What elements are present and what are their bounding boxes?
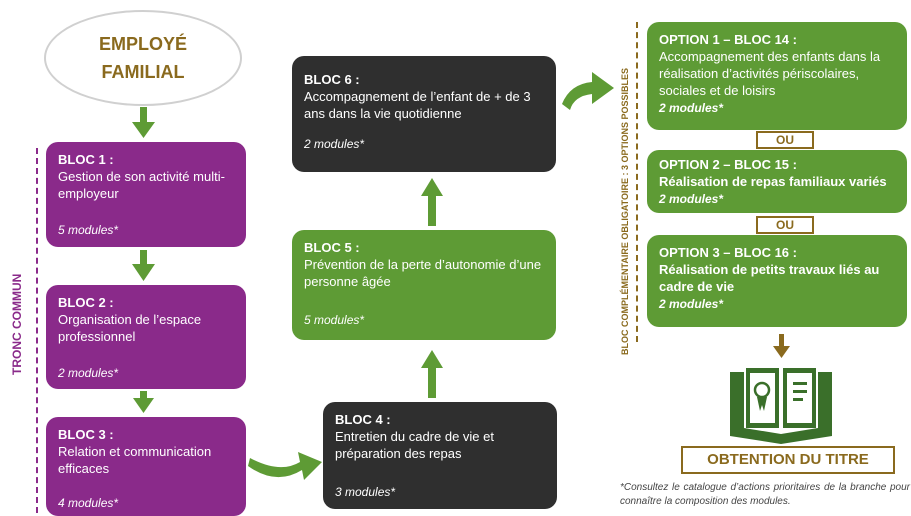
- option-3-title: OPTION 3 – BLOC 16 :: [659, 245, 797, 260]
- bloc-4-text: Entretien du cadre de vie et préparation…: [335, 429, 494, 461]
- bloc-3-modules: 4 modules*: [58, 496, 119, 510]
- ou-2: OU: [756, 216, 814, 234]
- option-1: OPTION 1 – BLOC 14 : Accompagnement des …: [647, 22, 907, 130]
- footnote: *Consultez le catalogue d’actions priori…: [620, 482, 910, 507]
- bloc-1-modules: 5 modules*: [58, 223, 119, 237]
- bloc-2: BLOC 2 : Organisation de l’espace profes…: [46, 285, 246, 389]
- bloc-2-text: Organisation de l’espace professionnel: [58, 312, 202, 344]
- arrow-up-icon: [421, 350, 443, 398]
- bloc-5-text: Prévention de la perte d’autonomie d’une…: [304, 257, 542, 289]
- start-node: EMPLOYÉ FAMILIAL: [44, 10, 242, 106]
- option-2-text: Réalisation de repas familiaux variés: [659, 174, 887, 189]
- bloc-6-title: BLOC 6 :: [304, 72, 360, 87]
- certificate-book-icon: [730, 368, 832, 444]
- bloc-6-text: Accompagnement de l’enfant de + de 3 ans…: [304, 89, 531, 121]
- option-1-title: OPTION 1 – BLOC 14 :: [659, 32, 797, 47]
- bloc-5-title: BLOC 5 :: [304, 240, 360, 255]
- start-line1: EMPLOYÉ: [98, 34, 187, 54]
- option-3-text: Réalisation de petits travaux liés au ca…: [659, 262, 880, 294]
- tronc-divider: [36, 148, 38, 513]
- bloc-3-text: Relation et communication efficaces: [58, 444, 212, 476]
- start-line2: FAMILIAL: [101, 62, 185, 82]
- arrow-down-icon: [773, 334, 790, 358]
- bloc-1: BLOC 1 : Gestion de son activité multi-e…: [46, 142, 246, 247]
- arrow-curved-icon: [562, 72, 614, 110]
- bloc-2-modules: 2 modules*: [58, 366, 119, 380]
- bloc-3: BLOC 3 : Relation et communication effic…: [46, 417, 246, 516]
- bloc-1-text: Gestion de son activité multi-employeur: [58, 169, 225, 201]
- option-2: OPTION 2 – BLOC 15 : Réalisation de repa…: [647, 150, 907, 213]
- obtention-titre: OBTENTION DU TITRE: [681, 446, 895, 474]
- bloc-1-title: BLOC 1 :: [58, 152, 114, 167]
- bloc-2-title: BLOC 2 :: [58, 295, 114, 310]
- bloc-4: BLOC 4 : Entretien du cadre de vie et pr…: [323, 402, 557, 509]
- bloc-5-modules: 5 modules*: [304, 313, 365, 327]
- option-2-modules: 2 modules*: [659, 192, 724, 206]
- arrow-up-icon: [421, 178, 443, 226]
- option-1-text: Accompagnement des enfants dans la réali…: [659, 49, 881, 98]
- bloc-5: BLOC 5 : Prévention de la perte d’autono…: [292, 230, 556, 340]
- arrow-down-icon: [132, 250, 155, 281]
- bloc-6: BLOC 6 : Accompagnement de l’enfant de +…: [292, 56, 556, 172]
- option-3-modules: 2 modules*: [659, 297, 724, 311]
- arrow-down-icon: [133, 391, 154, 413]
- option-2-title: OPTION 2 – BLOC 15 :: [659, 157, 797, 172]
- bloc-6-modules: 2 modules*: [304, 137, 365, 151]
- arrow-down-icon: [132, 107, 155, 138]
- arrow-curved-icon: [248, 452, 322, 480]
- option-3: OPTION 3 – BLOC 16 : Réalisation de peti…: [647, 235, 907, 327]
- ou-1: OU: [756, 131, 814, 149]
- bloc-4-modules: 3 modules*: [335, 485, 396, 499]
- bloc-3-title: BLOC 3 :: [58, 427, 114, 442]
- option-1-modules: 2 modules*: [659, 101, 724, 115]
- bloc-4-title: BLOC 4 :: [335, 412, 391, 427]
- complement-divider: [636, 22, 638, 342]
